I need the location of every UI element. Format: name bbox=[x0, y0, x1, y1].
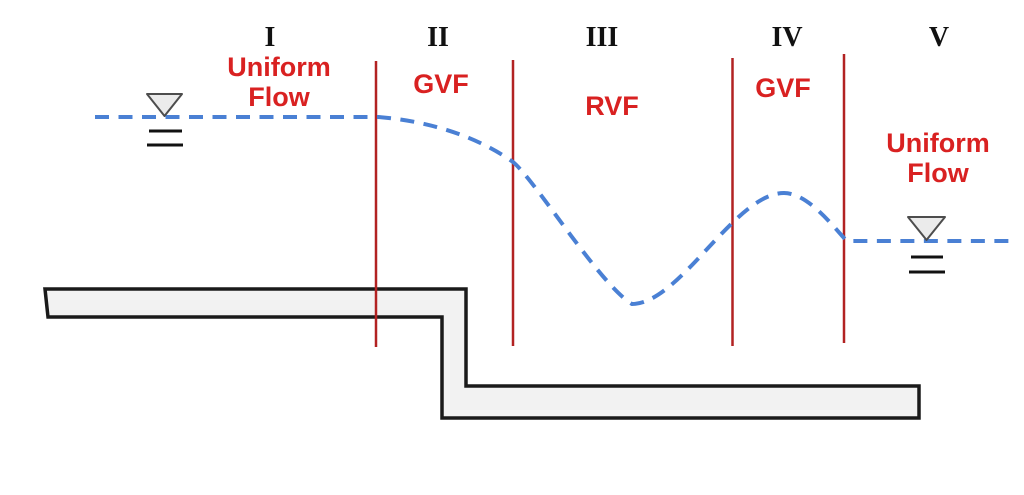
water-surface-profile bbox=[95, 115, 1015, 307]
zone-numeral-4: IV bbox=[771, 22, 802, 53]
zone-labels: Uniform Flow GVF RVF GVF Uniform Flow bbox=[227, 52, 990, 188]
zone-numeral-1: I bbox=[265, 22, 276, 53]
zone-numeral-3: III bbox=[586, 22, 619, 53]
zone-label-gvf-left: GVF bbox=[413, 69, 469, 99]
zone-numerals: I II III IV V bbox=[265, 22, 950, 53]
water-level-triangle-icon bbox=[146, 93, 183, 117]
zone-label-uniform-flow-right-line1: Uniform bbox=[886, 128, 990, 158]
water-level-icon-left bbox=[146, 93, 183, 147]
zone-label-rvf: RVF bbox=[585, 91, 639, 121]
zone-numeral-2: II bbox=[427, 22, 449, 53]
zone-label-uniform-flow-right-line2: Flow bbox=[907, 158, 969, 188]
channel-bed bbox=[43, 287, 921, 420]
water-level-icon-right bbox=[907, 216, 946, 274]
zone-label-gvf-right: GVF bbox=[755, 73, 811, 103]
water-level-triangle-icon bbox=[907, 216, 946, 241]
zone-numeral-5: V bbox=[929, 22, 949, 53]
zone-label-uniform-flow-left-line2: Flow bbox=[248, 82, 310, 112]
zone-label-uniform-flow-left-line1: Uniform bbox=[227, 52, 331, 82]
zone-dividers bbox=[374, 54, 846, 347]
